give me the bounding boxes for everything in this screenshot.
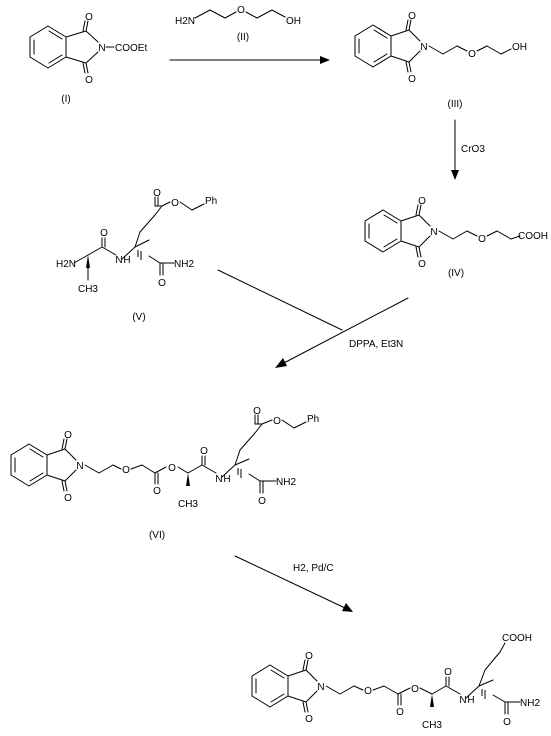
compound-VI-atom-o-ester: O <box>273 416 281 427</box>
compound-II-atom-o: O <box>237 5 245 16</box>
compound-V-structure <box>73 196 205 281</box>
compound-III-structure <box>354 19 512 73</box>
compound-final-atom-o-carbonyl-2: O <box>444 667 452 678</box>
compound-VI-atom-o-carbonyl-2: O <box>200 446 208 457</box>
compound-III-label: (III) <box>448 99 463 110</box>
compound-V-label: (V) <box>132 312 145 323</box>
compound-VI-structure <box>10 414 307 494</box>
compound-III-atom-oh: OH <box>512 42 527 53</box>
compound-VI-atom-o-primary: O <box>258 496 266 507</box>
compound-VI-atom-o-link: O <box>168 463 176 474</box>
reagent-cro3: CrO3 <box>461 144 485 155</box>
compound-VI-atom-h: H <box>223 474 230 485</box>
compound-VI-atom-ch3: CH3 <box>178 499 198 510</box>
compound-V-atom-h2n: H2N <box>56 259 76 270</box>
compound-VI-atom-o-top: O <box>64 430 72 441</box>
compound-final-atom-h: H <box>467 695 474 706</box>
compound-V-atom-nh2: NH2 <box>174 259 194 270</box>
compound-I-atom-o-bottom: O <box>85 75 93 86</box>
compound-V-atom-o-primary: O <box>158 278 166 289</box>
compound-final: O O N O O O O CH3 N H NH2 O COOH <box>251 633 540 731</box>
compound-III-atom-n: N <box>420 42 427 53</box>
compound-VI-atom-nh2: NH2 <box>276 477 296 488</box>
compound-IV-structure <box>364 204 521 258</box>
compound-IV-atom-o-top: O <box>418 196 426 207</box>
reaction-arrow-3 <box>217 269 409 368</box>
compound-I-atom-n: N <box>98 43 105 54</box>
compound-V-atom-o-amide: O <box>100 228 108 239</box>
compound-final-atom-o-bottom: O <box>305 714 313 725</box>
compound-VI: O O N O O O O CH3 N H NH2 O O O Ph (VI) <box>10 406 319 541</box>
compound-VI-atom-o-ester-carbonyl: O <box>253 406 261 417</box>
compound-III-atom-o-top: O <box>408 11 416 22</box>
compound-final-atom-o-top: O <box>305 651 313 662</box>
compound-final-atom-o-carbonyl-1: O <box>396 707 404 718</box>
compound-VI-atom-n: N <box>76 461 83 472</box>
compound-II-atom-oh: OH <box>286 16 301 27</box>
compound-IV-group-cooh: COOH <box>518 231 548 242</box>
compound-final-atom-n-amide: N <box>459 695 466 706</box>
reaction-arrow-2 <box>451 119 459 180</box>
compound-VI-label: (VI) <box>149 530 165 541</box>
compound-V: H2N CH3 O N H O NH2 O O Ph (V) <box>56 188 217 323</box>
compound-V-atom-o-ester: O <box>171 198 179 209</box>
compound-II: H2N O OH (II) <box>175 5 301 43</box>
compound-III: O O N O OH (III) <box>354 11 527 110</box>
compound-III-atom-o-bottom: O <box>408 74 416 85</box>
compound-V-atom-h: H <box>123 255 130 266</box>
compound-VI-atom-o-carbonyl-1: O <box>153 486 161 497</box>
compound-final-atom-n: N <box>317 682 324 693</box>
compound-IV-label: (IV) <box>448 268 464 279</box>
compound-I-label: (I) <box>61 94 70 105</box>
reaction-arrow-1 <box>169 56 330 64</box>
compound-final-atom-o-primary: O <box>503 717 511 728</box>
compound-IV: O O N O COOH (IV) <box>364 196 548 279</box>
compound-IV-atom-o-ether: O <box>478 234 486 245</box>
reaction-arrow-4 <box>234 555 353 612</box>
compound-final-atom-nh2: NH2 <box>520 698 540 709</box>
compound-I-structure <box>29 20 115 74</box>
reagent-h2-pd-c: H2, Pd/C <box>293 563 334 574</box>
compound-VI-atom-n-amide: N <box>215 474 222 485</box>
compound-I-atom-o-top: O <box>85 12 93 23</box>
reagent-dppa-et3n: DPPA, Et3N <box>349 339 403 350</box>
compound-IV-atom-o-bottom: O <box>418 259 426 270</box>
compound-III-atom-o-ether: O <box>468 49 476 60</box>
compound-final-atom-o-link: O <box>411 684 419 695</box>
compound-II-structure <box>194 9 286 19</box>
compound-V-atom-ch3: CH3 <box>78 284 98 295</box>
compound-II-label: (II) <box>237 32 249 43</box>
compound-V-atom-o-carbonyl: O <box>153 188 161 199</box>
compound-VI-group-ph: Ph <box>307 414 319 425</box>
compound-final-group-cooh: COOH <box>502 633 532 644</box>
compound-VI-atom-o-ether: O <box>122 465 130 476</box>
compound-final-structure <box>251 642 521 715</box>
compound-V-atom-n: N <box>115 255 122 266</box>
compound-VI-atom-o-bottom: O <box>64 493 72 504</box>
compound-V-group-ph: Ph <box>205 196 217 207</box>
compound-I: O O N COOEt (I) <box>29 12 147 105</box>
compound-II-atom-h2n: H2N <box>175 16 195 27</box>
compound-IV-atom-n: N <box>430 227 437 238</box>
compound-final-atom-ch3: CH3 <box>422 720 442 731</box>
compound-I-group-ester: COOEt <box>115 43 147 54</box>
compound-final-atom-o-ether: O <box>364 686 372 697</box>
